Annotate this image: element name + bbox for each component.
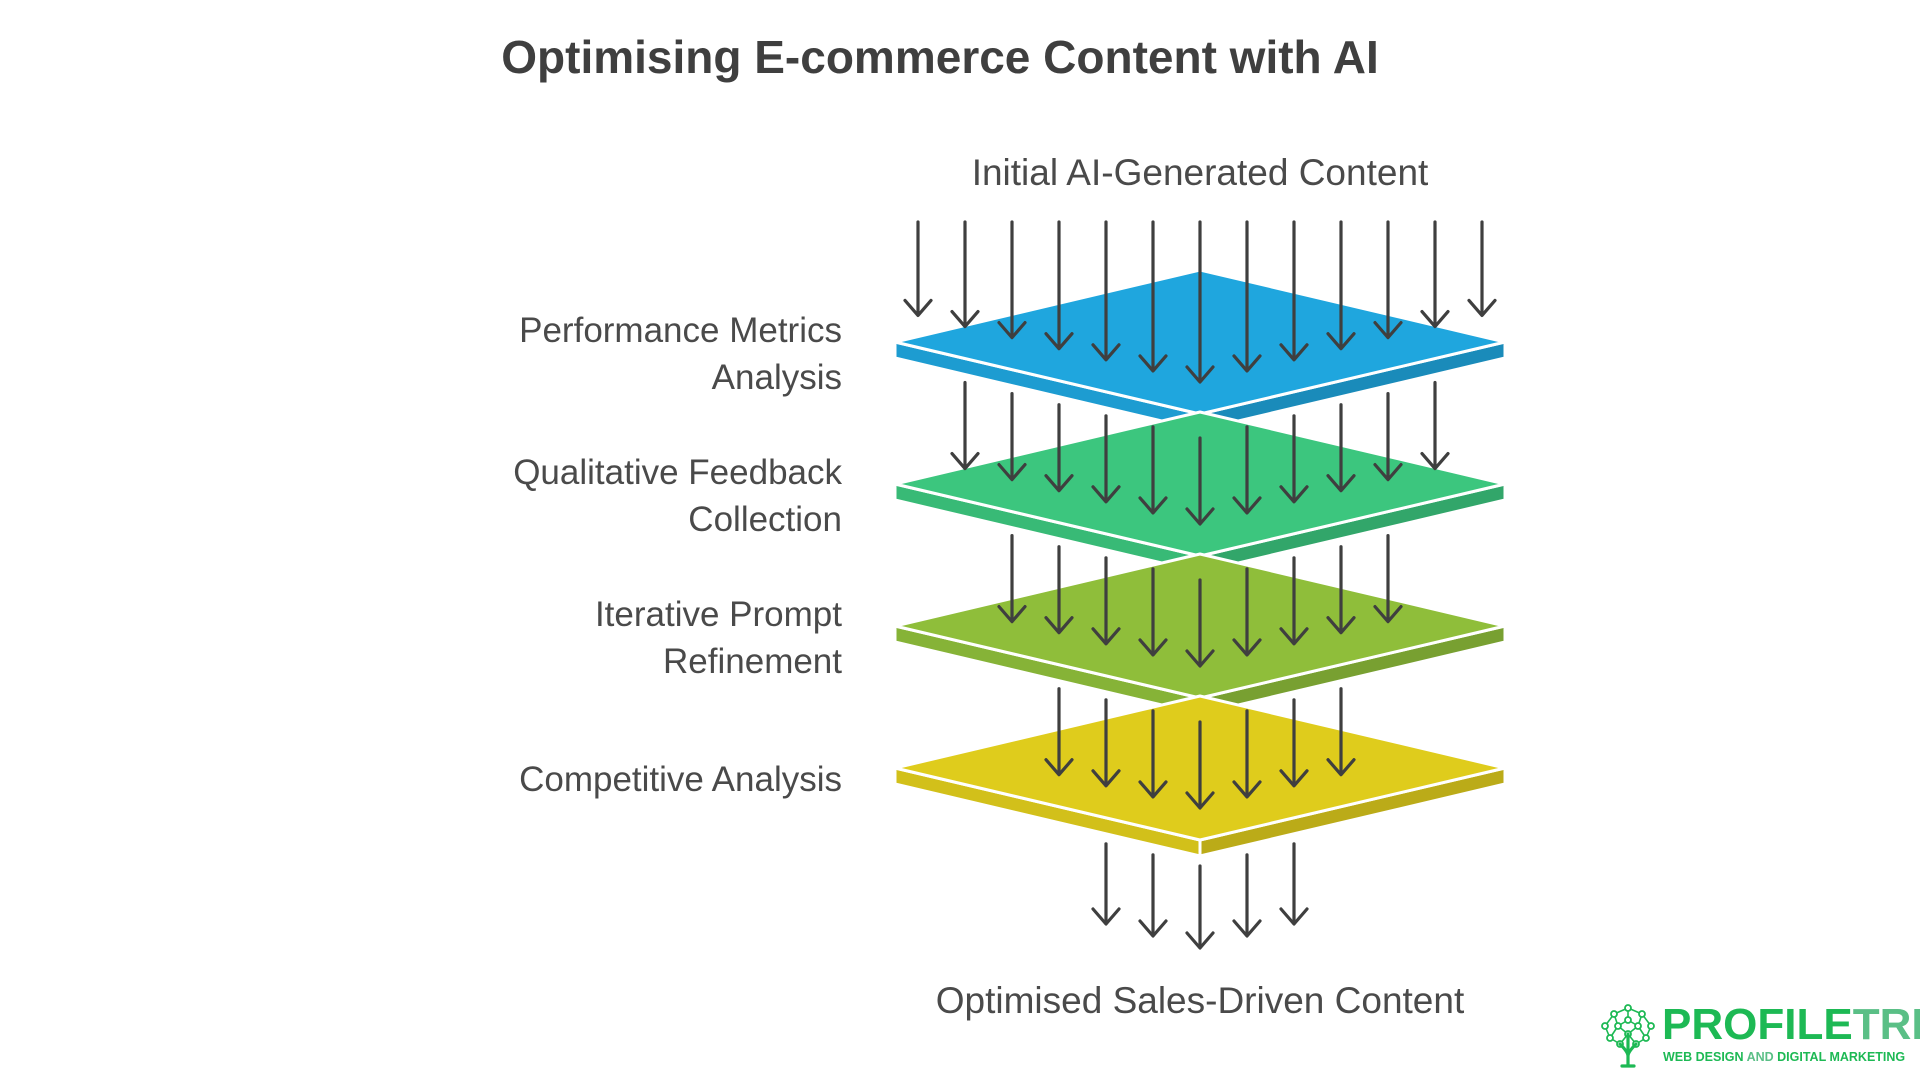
layer-label-line-2: Refinement	[663, 642, 842, 681]
flow-arrow	[1279, 556, 1309, 646]
flow-arrow	[950, 380, 980, 471]
flow-arrow	[1326, 220, 1356, 351]
layer-label-line-1: Iterative Prompt	[594, 595, 842, 634]
layer-label-line-1: Performance Metrics	[519, 311, 842, 350]
flow-arrow	[1467, 220, 1497, 318]
tree-icon	[1601, 1004, 1655, 1068]
flow-arrow	[1279, 220, 1309, 362]
flow-arrow	[1232, 709, 1262, 799]
layer-label-line-2: Analysis	[711, 358, 842, 397]
flow-arrow	[950, 220, 980, 329]
flow-arrow	[1091, 698, 1121, 788]
output-arrow	[1091, 842, 1121, 926]
flow-arrow	[1232, 220, 1262, 373]
flow-arrow	[1420, 220, 1450, 329]
logo-name: PROFILETREE	[1662, 1002, 1920, 1048]
flow-arrow	[1044, 687, 1074, 777]
layer-label-line-1: Qualitative Feedback	[513, 453, 842, 492]
flow-arrow	[1185, 578, 1215, 668]
flow-arrow	[1232, 567, 1262, 657]
flow-arrow	[1138, 567, 1168, 657]
output-arrow	[1185, 864, 1215, 950]
flow-arrow	[1373, 220, 1403, 340]
flow-arrow	[1373, 534, 1403, 624]
flow-arrow	[1138, 425, 1168, 515]
logo-tagline-part-3: DIGITAL MARKETING	[1773, 1050, 1906, 1064]
logo-name-part-1: PROFILE	[1662, 1000, 1853, 1049]
flow-arrow	[1185, 720, 1215, 810]
flow-arrow	[1373, 392, 1403, 482]
logo-name-part-2: TREE	[1852, 1000, 1920, 1049]
flow-arrow	[1044, 403, 1074, 493]
flow-arrow	[997, 534, 1027, 624]
layer-label-iterative-prompt: Iterative Prompt Refinement	[382, 591, 842, 685]
logo-tagline: WEB DESIGN AND DIGITAL MARKETING	[1663, 1050, 1905, 1064]
flow-arrow	[1279, 698, 1309, 788]
flow-arrow	[1326, 687, 1356, 777]
flow-arrow	[997, 392, 1027, 482]
layer-label-line-2: Collection	[688, 500, 842, 539]
flow-arrow	[1279, 414, 1309, 504]
flow-arrow	[1138, 709, 1168, 799]
flow-arrow	[1091, 220, 1121, 362]
layer-label-competitive-analysis: Competitive Analysis	[382, 756, 842, 803]
flow-arrow	[1044, 220, 1074, 351]
output-arrow	[1232, 853, 1262, 938]
input-label: Initial AI-Generated Content	[971, 152, 1429, 193]
flow-arrow	[1091, 414, 1121, 504]
logo-tagline-part-1: WEB DESIGN	[1663, 1050, 1747, 1064]
layer-label-line-1: Competitive Analysis	[519, 760, 842, 799]
profiletree-logo: PROFILETREE WEB DESIGN AND DIGITAL MARKE…	[1596, 1000, 1920, 1070]
flow-arrow	[1138, 220, 1168, 373]
logo-tagline-part-2: AND	[1746, 1050, 1774, 1064]
output-label: Optimised Sales-Driven Content	[935, 980, 1465, 1021]
output-arrow	[1279, 842, 1309, 926]
flow-arrow	[997, 220, 1027, 340]
page-title: Optimising E-commerce Content with AI	[501, 31, 1379, 83]
flow-arrow	[903, 220, 933, 318]
flow-arrow	[1185, 220, 1215, 384]
flow-arrow	[1091, 556, 1121, 646]
flow-arrow	[1185, 436, 1215, 526]
layer-label-performance-metrics: Performance Metrics Analysis	[382, 307, 842, 401]
layer-label-qualitative-feedback: Qualitative Feedback Collection	[382, 449, 842, 543]
output-arrow	[1138, 853, 1168, 938]
flow-arrow	[1232, 425, 1262, 515]
flow-arrow	[1326, 545, 1356, 635]
flow-arrow	[1044, 545, 1074, 635]
flow-arrow	[1326, 403, 1356, 493]
flow-arrow	[1420, 380, 1450, 471]
